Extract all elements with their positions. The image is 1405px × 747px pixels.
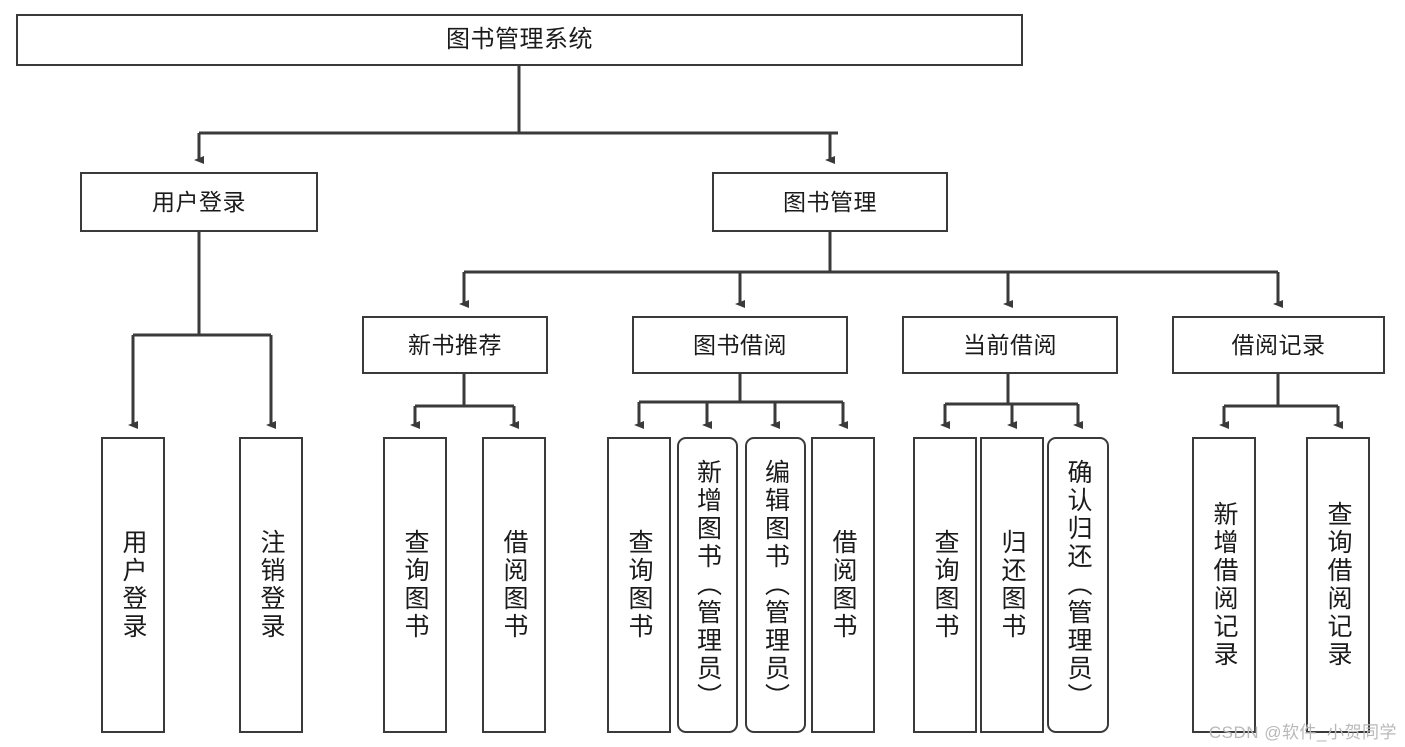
leaf-confirm-return-admin[interactable]: 确认归还（管理员） xyxy=(1047,437,1109,733)
node-borrow-record[interactable]: 借阅记录 xyxy=(1172,316,1385,374)
node-label: 查询图书 xyxy=(625,529,653,641)
node-label: 新增图书（管理员） xyxy=(693,459,722,711)
node-label: 新增借阅记录 xyxy=(1210,501,1238,669)
node-label: 新书推荐 xyxy=(408,331,502,358)
node-label: 图书借阅 xyxy=(693,331,787,358)
leaf-query-book-recommendation[interactable]: 查询图书 xyxy=(383,437,447,733)
node-label: 图书管理 xyxy=(783,188,877,215)
node-label: 查询图书 xyxy=(931,529,959,641)
node-label: 用户登录 xyxy=(119,529,147,641)
leaf-query-book-borrow[interactable]: 查询图书 xyxy=(607,437,671,733)
node-label: 归还图书 xyxy=(998,529,1026,641)
leaf-query-book-current[interactable]: 查询图书 xyxy=(913,437,977,733)
node-book-management[interactable]: 图书管理 xyxy=(712,172,948,232)
node-label: 图书管理系统 xyxy=(446,26,593,54)
leaf-borrow-book-recommendation[interactable]: 借阅图书 xyxy=(482,437,546,733)
leaf-user-login[interactable]: 用户登录 xyxy=(101,437,165,733)
leaf-user-logout[interactable]: 注销登录 xyxy=(239,437,303,733)
node-label: 借阅图书 xyxy=(500,529,528,641)
node-label: 借阅图书 xyxy=(829,529,857,641)
node-root-system[interactable]: 图书管理系统 xyxy=(16,14,1023,66)
node-book-borrow[interactable]: 图书借阅 xyxy=(632,316,848,374)
node-label: 借阅记录 xyxy=(1231,331,1326,358)
node-label: 编辑图书（管理员） xyxy=(761,459,790,711)
node-user-login[interactable]: 用户登录 xyxy=(80,172,318,232)
node-label: 查询借阅记录 xyxy=(1324,501,1352,669)
leaf-add-borrow-record[interactable]: 新增借阅记录 xyxy=(1192,437,1256,733)
watermark-text: CSDN @软件_小贺同学 xyxy=(1208,723,1397,742)
leaf-return-book[interactable]: 归还图书 xyxy=(980,437,1044,733)
node-label: 查询图书 xyxy=(401,529,429,641)
node-label: 注销登录 xyxy=(257,529,285,641)
node-label: 确认归还（管理员） xyxy=(1064,459,1092,711)
leaf-borrow-book[interactable]: 借阅图书 xyxy=(811,437,875,733)
node-current-borrow[interactable]: 当前借阅 xyxy=(902,316,1118,374)
node-label: 当前借阅 xyxy=(963,331,1057,358)
leaf-add-book-admin[interactable]: 新增图书（管理员） xyxy=(677,437,738,733)
node-new-book-recommendation[interactable]: 新书推荐 xyxy=(362,316,548,374)
node-label: 用户登录 xyxy=(152,188,246,215)
leaf-query-borrow-record[interactable]: 查询借阅记录 xyxy=(1306,437,1370,733)
leaf-edit-book-admin[interactable]: 编辑图书（管理员） xyxy=(745,437,806,733)
